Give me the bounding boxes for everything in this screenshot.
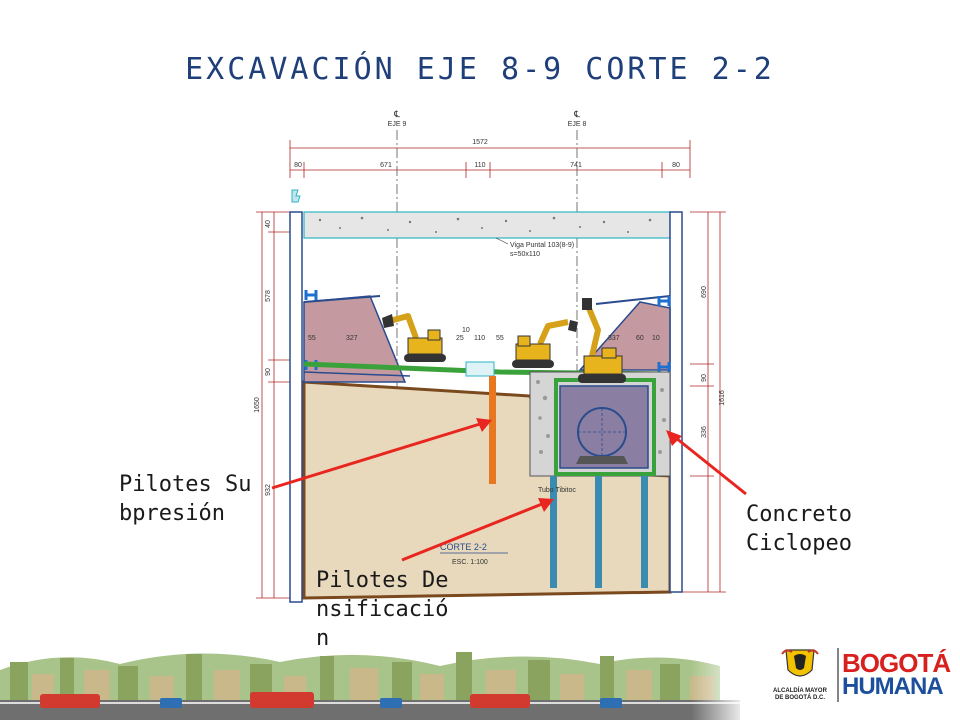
callout-arrows (271, 418, 747, 562)
densification-pile-1 (550, 476, 557, 588)
right-diaphragm-wall (669, 211, 683, 593)
concrete-stones (536, 380, 666, 454)
callout-concreto-line2: Ciclopeo (746, 531, 852, 556)
dim-left-span: 671 (380, 162, 392, 169)
dim-left-1650: 1650 (254, 397, 261, 413)
subpresion-pile (489, 376, 496, 484)
callout-pilotes-subpresion: Pilotes Subpresión (119, 472, 252, 526)
dim-right-90: 90 (701, 374, 708, 382)
dim-right-690: 690 (701, 286, 708, 298)
dim-mid-55a: 55 (308, 335, 316, 342)
top-slab (303, 211, 671, 239)
excavation-section-drawing: 1572 80 671 110 741 80 ℄ EJE 9 ℄ EJE 8 4… (254, 109, 747, 603)
excavator-middle (512, 319, 578, 368)
dim-mid-55b: 55 (496, 335, 504, 342)
slab-aggregate (318, 216, 652, 233)
h-strut-right (657, 296, 671, 372)
wall-head-left (291, 189, 301, 203)
viga-label-1: Viga Puntal 103(8-9) (510, 242, 574, 249)
dim-right-336: 336 (701, 426, 708, 438)
alcaldia-text-2: DE BOGOTÁ D.C. (774, 695, 825, 701)
alcaldia-text-1: ALCALDÍA MAYOR (773, 688, 827, 694)
dim-left-932: 932 (265, 484, 272, 496)
densification-pile-3 (641, 476, 648, 588)
humana-text: HUMANA (842, 673, 944, 700)
scale-label: ESC. 1:100 (452, 559, 488, 566)
left-diaphragm-wall (289, 211, 303, 603)
dim-mid-110: 110 (474, 335, 485, 342)
small-cap (465, 361, 495, 377)
axis-eje8-label: EJE 8 (568, 121, 587, 128)
dim-mid-337: 337 (608, 335, 620, 342)
densification-pile-2 (595, 476, 602, 588)
dim-left-edge: 80 (294, 162, 302, 169)
dim-left-90: 90 (265, 368, 272, 376)
page-title: EXCAVACIÓN EJE 8-9 CORTE 2-2 (185, 52, 775, 87)
dim-right-edge: 80 (672, 162, 680, 169)
dim-middle: 110 (474, 162, 485, 169)
dim-mid-25: 25 (456, 335, 464, 342)
callout-concreto-ciclopeo: Concreto Ciclopeo (746, 500, 886, 558)
dim-right-1616: 1616 (719, 390, 726, 406)
excavator-right (578, 298, 626, 383)
axis-eje9-label: EJE 9 (388, 121, 407, 128)
viga-label-2: s=50x110 (510, 251, 540, 258)
axis-eje8-symbol: ℄ (573, 109, 580, 119)
callout-pilotes-densificacion: Pilotes Densificación (316, 568, 449, 651)
alcaldia-logo: ALCALDÍA MAYOR DE BOGOTÁ D.C. (768, 646, 832, 702)
callout-concreto-line1: Concreto (746, 502, 852, 527)
excavator-left (382, 313, 446, 362)
coat-of-arms-icon (781, 649, 819, 677)
footer-city-illustration (0, 640, 960, 720)
tube-label: Tubo Tibitoc (538, 487, 576, 494)
section-label: CORTE 2-2 (440, 542, 487, 552)
dim-mid-60: 60 (636, 335, 644, 342)
dim-left-578: 578 (265, 290, 272, 302)
pipe-base (576, 456, 628, 464)
axis-eje9-symbol: ℄ (393, 109, 400, 119)
dim-mid-327: 327 (346, 335, 358, 342)
dim-total: 1572 (472, 139, 488, 146)
dim-mid-10b: 10 (652, 335, 660, 342)
dim-mid-10: 10 (462, 327, 470, 334)
top-dimensions (289, 140, 691, 178)
bogota-text: BOGOTÁ (842, 648, 951, 678)
side-dimensions (256, 211, 726, 599)
bogota-humana-logo: BOGOTÁ HUMANA (842, 648, 951, 700)
dim-right-span: 741 (570, 162, 582, 169)
dim-left-40: 40 (265, 220, 272, 228)
